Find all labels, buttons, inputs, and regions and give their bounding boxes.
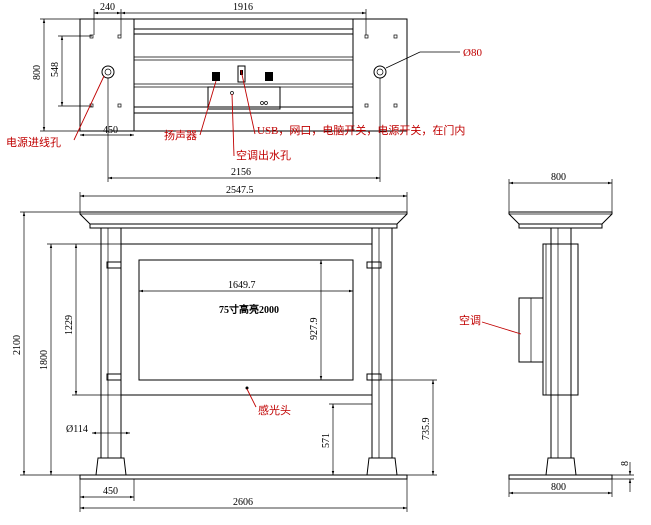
ground-plate [79, 474, 408, 480]
screen-label: 75寸高亮2000 [219, 303, 279, 316]
left-end-panel [79, 18, 135, 132]
dim-2606: 2606 [233, 497, 253, 508]
dim-450-bottom: 450 [103, 486, 118, 497]
dim-side-800-bottom: 800 [551, 482, 566, 493]
bottom-rail [133, 106, 354, 114]
dim-240: 240 [100, 2, 115, 13]
label-speaker: 扬声器 [164, 128, 197, 142]
port-panel [237, 65, 246, 83]
label-sensor: 感光头 [258, 403, 291, 417]
dim-2156: 2156 [231, 167, 251, 178]
dim-2100: 2100 [12, 335, 23, 355]
top-view-outline [79, 18, 408, 132]
side-ground-plate [508, 474, 613, 480]
roof-base [89, 223, 398, 229]
dim-450-top: 450 [103, 125, 118, 136]
speaker-right [265, 72, 273, 81]
left-post-base [95, 457, 127, 476]
top-rail [133, 28, 354, 35]
side-post-base [545, 457, 577, 476]
dim-548: 548 [50, 62, 61, 77]
speaker-left [212, 72, 220, 81]
label-ac-drain: 空调出水孔 [236, 148, 291, 162]
cable-hole-right [373, 65, 387, 79]
display-cabinet [120, 243, 373, 396]
dim-571: 571 [321, 433, 332, 448]
dim-phi114: Ø114 [66, 424, 88, 435]
control-box [207, 86, 281, 110]
front-view: 75寸高亮2000 2547.5 2100 1800 1229 1649.7 9… [12, 185, 437, 512]
dim-1229: 1229 [64, 315, 75, 335]
dim-927-9: 927.9 [309, 318, 320, 341]
label-aircon: 空调 [459, 313, 481, 327]
dim-phi80: Ø80 [463, 47, 482, 59]
dim-2547-5: 2547.5 [226, 185, 254, 196]
side-cabinet [542, 243, 579, 396]
dim-1916: 1916 [233, 2, 253, 13]
dim-800-top: 800 [32, 65, 43, 80]
dim-1800: 1800 [39, 350, 50, 370]
side-post [550, 227, 572, 459]
display-screen [138, 259, 354, 381]
dim-8: 8 [620, 461, 631, 466]
dim-1649-7: 1649.7 [228, 280, 256, 291]
dim-side-800-top: 800 [551, 172, 566, 183]
right-post-base [366, 457, 398, 476]
label-power-inlet: 电源进线孔 [6, 135, 61, 149]
top-view: 240 1916 800 548 450 2156 Ø80 电源进线孔 扬声器 … [6, 2, 482, 182]
label-ports: USB，网口，电脑开关，电源开关，在门内 [257, 123, 465, 137]
dim-735-9: 735.9 [421, 418, 432, 441]
side-view: 800 800 8 空调 [459, 172, 634, 497]
